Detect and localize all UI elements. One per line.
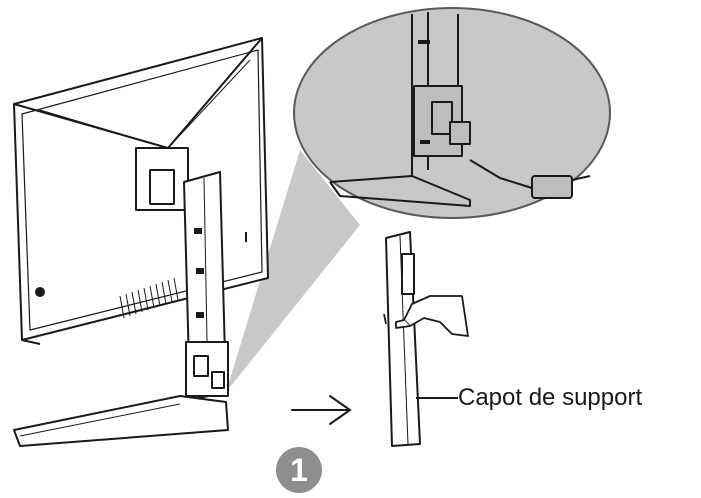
stand-cover-part [385,231,421,447]
step-number-badge: 1 [276,447,322,493]
stand-base [13,395,229,447]
arrow-right-icon [291,395,352,425]
zoom-cone [226,150,360,392]
magnifier-circle [293,7,611,219]
monitor-back [13,37,269,345]
stand-column [183,171,229,401]
stand-cover-label: Capot de support [458,384,643,411]
hand-icon [383,295,469,337]
